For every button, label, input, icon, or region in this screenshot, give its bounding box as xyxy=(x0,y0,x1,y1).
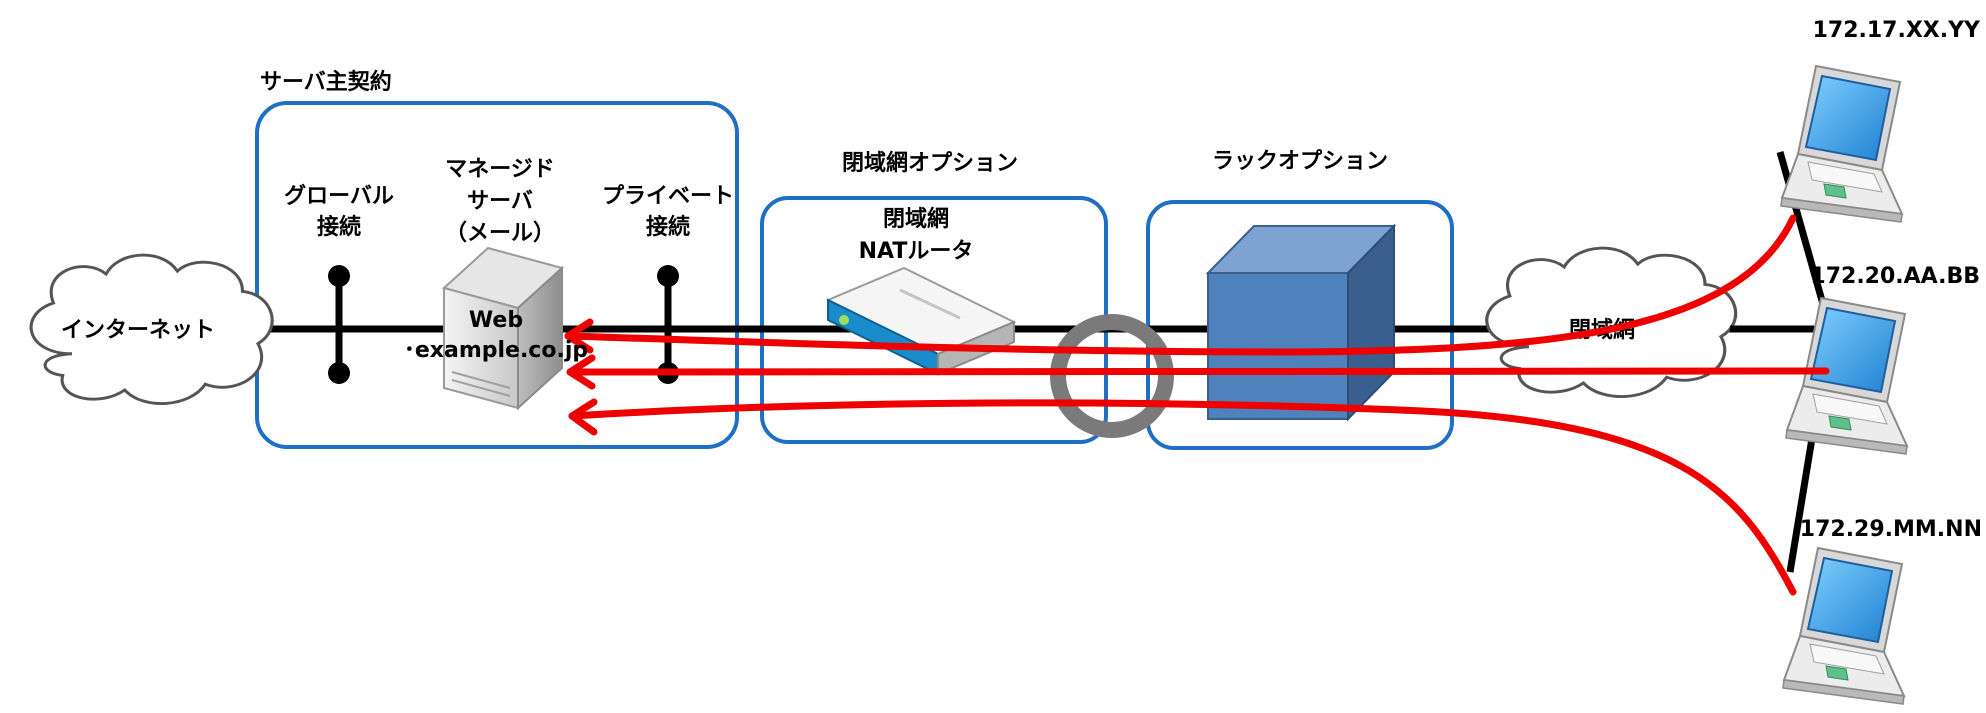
nat-router-label: 閉域網 xyxy=(883,206,949,232)
nat-router-label: NATルータ xyxy=(859,239,974,264)
client-ip-label: 172.17.XX.YY xyxy=(1813,18,1981,43)
managed-server-label: マネージド xyxy=(445,157,555,182)
server-contract-label: サーバ主契約 xyxy=(260,69,392,95)
managed-server-label: サーバ xyxy=(467,189,533,214)
laptop-icon xyxy=(1782,547,1905,705)
web-server-label: ･example.co.jp xyxy=(404,338,588,363)
managed-server-label: （メール） xyxy=(445,221,555,246)
connector-ring-icon xyxy=(1050,314,1174,438)
laptop-icon xyxy=(1785,297,1908,455)
rack-option-box xyxy=(1146,200,1454,450)
router-icon xyxy=(825,266,1017,376)
global-connection-label: 接続 xyxy=(317,214,361,240)
global-connection-label: グローバル xyxy=(284,183,394,209)
internet-label: インターネット xyxy=(61,318,215,343)
global-connection-pin-icon xyxy=(328,265,350,384)
traffic-flow-arrows xyxy=(564,214,1830,596)
private-connection-label: 接続 xyxy=(646,214,690,240)
web-server-label: Web xyxy=(469,308,523,333)
client-ip-label: 172.29.MM.NN xyxy=(1800,517,1982,542)
laptop-icon xyxy=(1780,65,1903,223)
closed-network-option-label: 閉域網オプション xyxy=(842,150,1018,176)
private-connection-pin-icon xyxy=(657,265,679,384)
client-ip-label: 172.20.AA.BB xyxy=(1810,264,1980,289)
rack-icon xyxy=(1205,223,1397,422)
private-connection-label: プライベート xyxy=(602,184,734,209)
rack-option-label: ラックオプション xyxy=(1212,149,1388,174)
server-contract-box xyxy=(255,101,739,449)
server-icon xyxy=(441,246,565,411)
